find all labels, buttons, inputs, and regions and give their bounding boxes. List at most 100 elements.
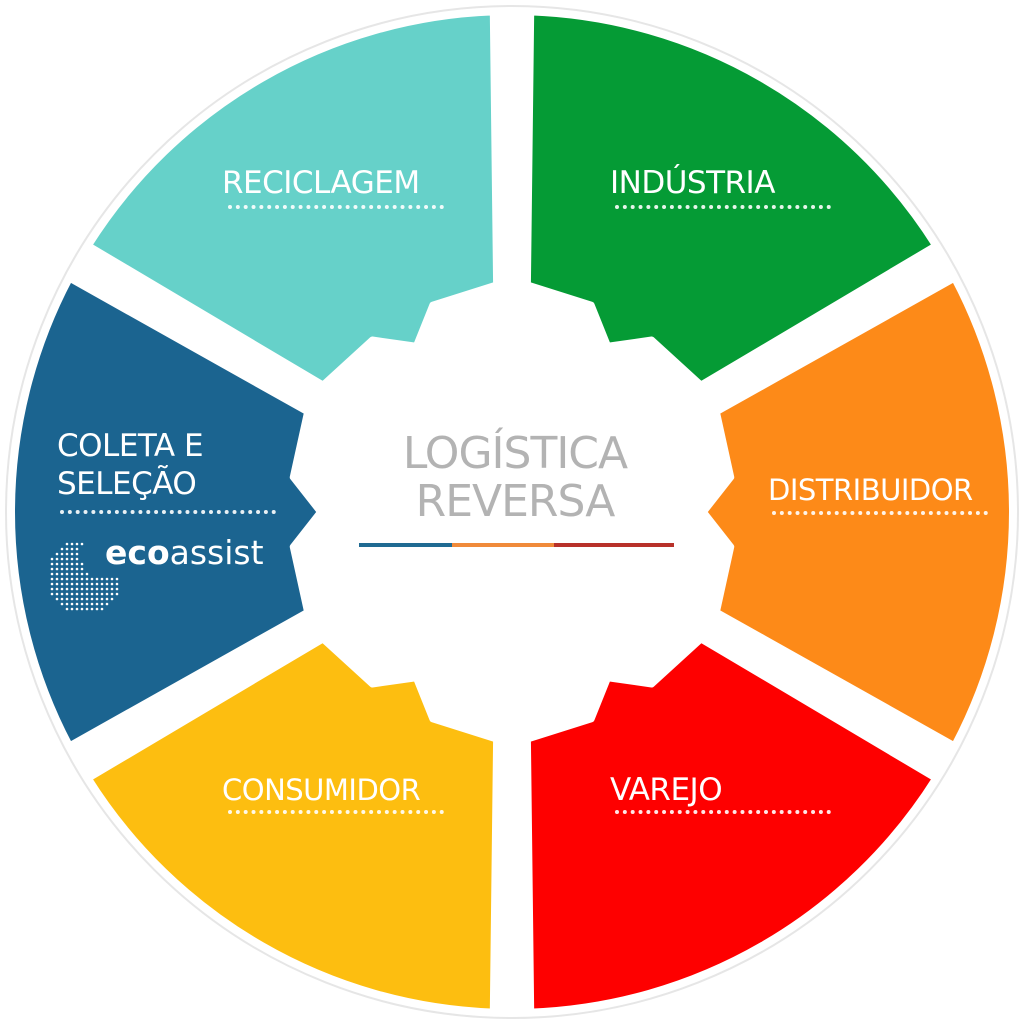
globe-dot <box>65 552 69 556</box>
globe-dot <box>75 607 79 611</box>
globe-dot <box>80 562 84 566</box>
globe-dot <box>65 542 69 546</box>
globe-dot <box>105 597 109 601</box>
globe-dot <box>75 577 79 581</box>
globe-dot <box>90 582 94 586</box>
globe-dot <box>65 572 69 576</box>
globe-dot <box>55 582 59 586</box>
globe-dot <box>55 567 59 571</box>
globe-dot <box>50 572 54 576</box>
globe-dot <box>90 602 94 606</box>
globe-dot <box>80 577 84 581</box>
globe-dot <box>60 582 64 586</box>
globe-dot <box>50 562 54 566</box>
globe-dot <box>105 602 109 606</box>
dotted-underline <box>228 810 444 814</box>
globe-dot <box>110 582 114 586</box>
globe-dot <box>65 607 69 611</box>
globe-dot <box>75 587 79 591</box>
globe-dot <box>65 592 69 596</box>
globe-dot <box>55 577 59 581</box>
label-reciclagem: RECICLAGEM <box>222 165 420 201</box>
globe-dot <box>65 587 69 591</box>
globe-dot <box>60 547 64 551</box>
center-title-line1: LOGÍSTICA <box>402 428 628 479</box>
globe-dot <box>65 597 69 601</box>
globe-dot <box>100 592 104 596</box>
globe-dot <box>85 572 89 576</box>
label-consumidor: CONSUMIDOR <box>222 773 421 807</box>
globe-dot <box>85 592 89 596</box>
globe-dot <box>90 597 94 601</box>
globe-dot <box>80 602 84 606</box>
globe-dot <box>100 607 104 611</box>
globe-dot <box>70 582 74 586</box>
center-title-line2: REVERSA <box>415 476 616 527</box>
label-varejo: VAREJO <box>610 772 723 808</box>
globe-dot <box>60 577 64 581</box>
globe-dot <box>100 582 104 586</box>
globe-dot <box>75 562 79 566</box>
globe-dot <box>85 602 89 606</box>
center-bar-orange <box>452 543 554 547</box>
globe-dot <box>95 592 99 596</box>
segment-varejo <box>524 636 939 1015</box>
globe-dot <box>80 542 84 546</box>
globe-dot <box>105 592 109 596</box>
globe-dot <box>60 587 64 591</box>
globe-dot <box>65 577 69 581</box>
globe-dot <box>80 582 84 586</box>
globe-dot <box>75 542 79 546</box>
globe-dot <box>90 592 94 596</box>
globe-dot <box>70 607 74 611</box>
dotted-underline <box>228 205 444 209</box>
globe-dot <box>75 602 79 606</box>
globe-dot <box>70 572 74 576</box>
globe-dot <box>55 587 59 591</box>
globe-dot <box>115 592 119 596</box>
center-bar-blue <box>359 543 452 547</box>
globe-dot <box>70 542 74 546</box>
segment-consumidor <box>85 636 500 1015</box>
globe-dot <box>70 567 74 571</box>
globe-dot <box>80 597 84 601</box>
globe-dot <box>65 567 69 571</box>
globe-dot <box>70 552 74 556</box>
globe-dot <box>85 582 89 586</box>
globe-dot <box>60 602 64 606</box>
globe-dot <box>70 547 74 551</box>
center-title: LOGÍSTICA REVERSA <box>340 430 690 526</box>
globe-dot <box>65 547 69 551</box>
globe-dot <box>105 577 109 581</box>
globe-dot <box>55 572 59 576</box>
globe-dot <box>70 557 74 561</box>
globe-dot <box>115 587 119 591</box>
globe-dot <box>90 577 94 581</box>
logo-assist: assist <box>169 533 264 572</box>
globe-dot <box>75 592 79 596</box>
globe-dot <box>95 607 99 611</box>
globe-dot <box>65 562 69 566</box>
globe-dot <box>110 597 114 601</box>
globe-dot <box>115 582 119 586</box>
globe-dot <box>75 547 79 551</box>
globe-dot <box>55 592 59 596</box>
globe-dot <box>85 607 89 611</box>
label-distribuidor: DISTRIBUIDOR <box>768 473 973 507</box>
globe-dot <box>60 562 64 566</box>
globe-dot <box>65 557 69 561</box>
globe-dot <box>110 587 114 591</box>
globe-dot <box>75 567 79 571</box>
globe-dot <box>80 587 84 591</box>
globe-dot <box>105 587 109 591</box>
globe-dot <box>60 597 64 601</box>
globe-dot <box>50 587 54 591</box>
globe-dot <box>95 587 99 591</box>
globe-dot <box>75 552 79 556</box>
globe-dot <box>50 582 54 586</box>
globe-dot <box>95 577 99 581</box>
globe-dot <box>60 552 64 556</box>
dotted-underline <box>60 510 276 514</box>
globe-dot <box>105 582 109 586</box>
